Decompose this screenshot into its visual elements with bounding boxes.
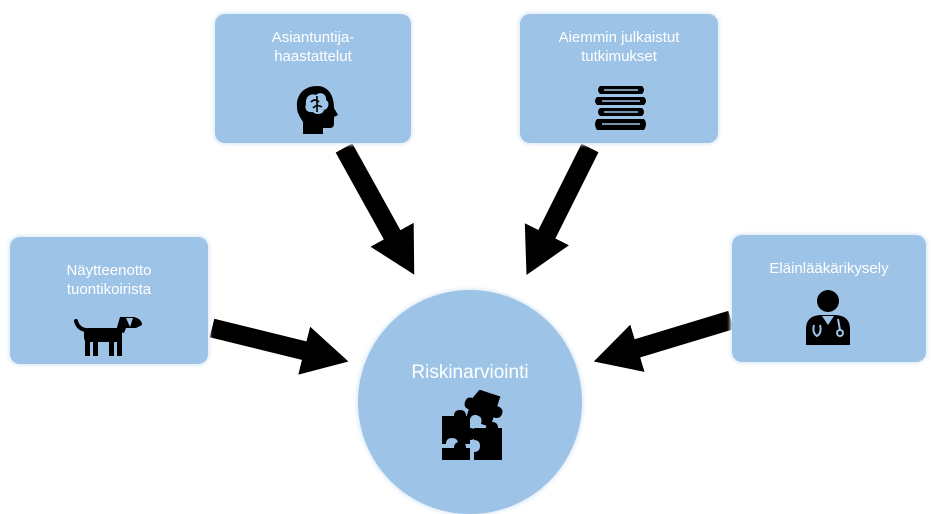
brain-head-icon bbox=[296, 86, 338, 134]
source-label: Eläinlääkärikysely bbox=[769, 260, 889, 277]
source-label: Aiemmin julkaistut tutkimukset bbox=[558, 29, 680, 65]
arrows-layer bbox=[209, 143, 734, 375]
arrow-from-top-right bbox=[524, 143, 599, 275]
center-risk-assessment: Riskinarviointi bbox=[358, 290, 582, 514]
arrow-from-top-left bbox=[335, 143, 415, 275]
puzzle-icon bbox=[442, 390, 503, 460]
source-box-published-studies: Aiemmin julkaistut tutkimukset bbox=[520, 14, 718, 143]
source-box-vet-survey: Eläinlääkärikysely bbox=[732, 235, 926, 362]
center-label: Riskinarviointi bbox=[411, 362, 529, 383]
books-icon bbox=[595, 86, 646, 130]
arrow-from-left bbox=[209, 318, 349, 375]
source-label: Asiantuntija- haastattelut bbox=[271, 29, 355, 65]
source-label: Näytteenotto tuontikoirista bbox=[66, 262, 152, 298]
dog-icon bbox=[74, 317, 142, 356]
source-box-expert-interviews: Asiantuntija- haastattelut bbox=[215, 14, 411, 143]
arrow-from-right bbox=[593, 310, 734, 372]
veterinarian-icon bbox=[806, 290, 850, 345]
source-box-sampling: Näytteenotto tuontikoirista bbox=[10, 237, 208, 364]
